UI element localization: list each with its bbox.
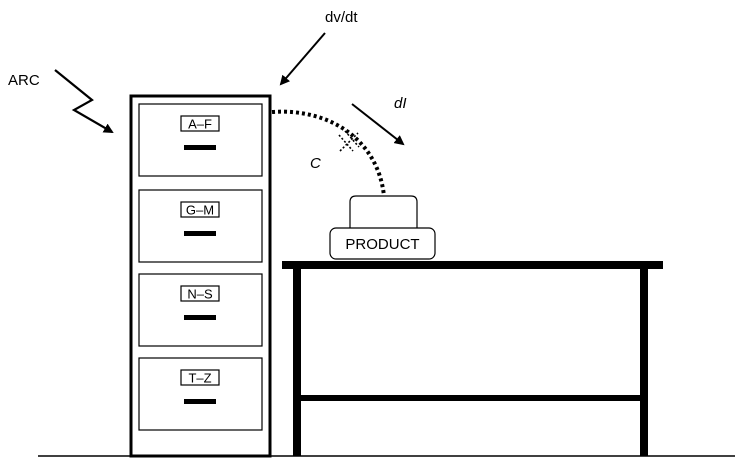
drawer-label: G–M [186,203,214,218]
lightning-bolt-icon [54,69,114,134]
cabinet-body [129,94,272,458]
drawer-label: N–S [187,287,213,302]
product-label: PRODUCT [345,236,419,253]
drawer-label-frame [180,369,220,386]
filing-cabinet: A–F G–M N–S T–Z [129,94,272,458]
drawer-front [138,273,263,347]
dvdt-label: dv/dt [325,9,358,26]
table-leg-right [640,269,648,456]
drawer-label: T–Z [188,371,211,386]
product: PRODUCT [329,195,436,260]
drawer-handle [184,315,216,320]
drawer-handle [184,399,216,404]
arc-label: ARC [8,72,40,89]
cabinet-drawer: T–Z [138,357,263,431]
table [282,261,663,456]
capacitor-icon [338,130,360,152]
drawer-handle [184,231,216,236]
cabinet-drawer: G–M [138,189,263,263]
cabinet-drawer: N–S [138,273,263,347]
drawer-handle [184,145,216,150]
product-base [329,227,436,260]
di-label: dI [394,95,407,112]
coupling-path [271,109,386,197]
drawer-label-frame [180,115,220,132]
product-housing [349,195,418,228]
drawer-label-frame [180,201,220,218]
cabinet-drawer: A–F [138,103,263,177]
drawer-front [138,357,263,431]
drawer-label: A–F [188,117,212,132]
table-top [282,261,663,269]
table-crossbar [301,395,640,401]
dvdt-arrow [279,32,326,86]
drawer-front [138,103,263,177]
drawer-label-frame [180,285,220,302]
capacitance-label: C [310,155,321,172]
table-leg-left [293,269,301,456]
drawer-front [138,189,263,263]
di-arrow [351,103,405,146]
